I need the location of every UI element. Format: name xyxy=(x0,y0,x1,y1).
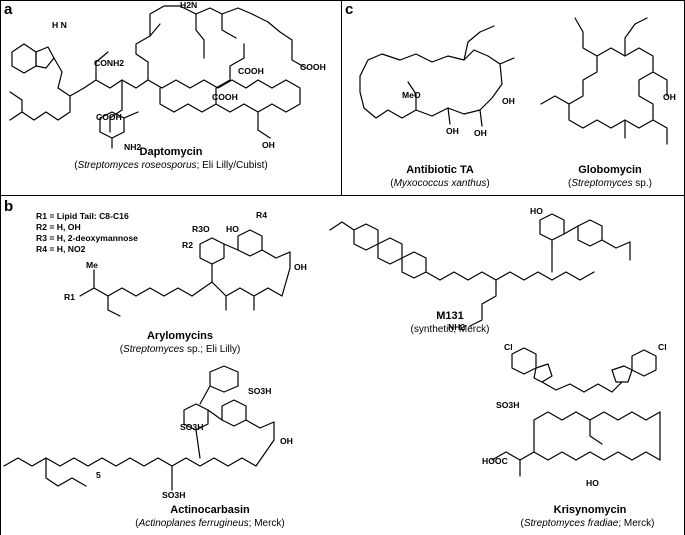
r4-label: R4 xyxy=(256,210,267,220)
actinocarbasin-source: (Actinoplanes ferrugineus; Merck) xyxy=(135,518,285,529)
actinocarbasin-structure: 5 SO3H SO3H SO3H OH xyxy=(3,365,293,500)
m131-source: (synthetic; Merck) xyxy=(410,324,490,335)
nh2-anthranil-label: NH2 xyxy=(124,142,141,152)
arylomycin-oh-label: OH xyxy=(294,262,307,272)
krisynomycin-name: Krisynomycin xyxy=(553,504,627,516)
cooh-label-2: COOH xyxy=(238,66,264,76)
r2-label: R2 xyxy=(182,240,193,250)
m131-structure: HO NH2 xyxy=(329,206,631,332)
m131-nh2-label: NH2 xyxy=(448,322,465,332)
m131-name: M131 xyxy=(436,310,464,322)
ho-label: HO xyxy=(226,224,239,234)
arylomycins-source: (Streptomyces sp.; Eli Lilly) xyxy=(119,344,241,355)
krisynomycin-so3h-label: SO3H xyxy=(496,400,519,410)
cooh-label-3: COOH xyxy=(300,62,326,72)
krisynomycin-structure: Cl Cl SO3H HOOC HO xyxy=(482,342,667,488)
actinocarbasin-name: Actinocarbasin xyxy=(170,504,250,516)
r-group-4: R4 = H, NO2 xyxy=(36,244,86,254)
daptomycin-name: Daptomycin xyxy=(139,146,203,158)
antibiotic-ta-source: (Myxococcus xanthus) xyxy=(390,178,490,189)
daptomycin-source: (Streptomyces roseosporus; Eli Lilly/Cub… xyxy=(74,160,268,171)
r-group-definitions: R1 = Lipid Tail: C8-C16 R2 = H, OH R3 = … xyxy=(36,211,138,255)
me-label: Me xyxy=(86,260,98,270)
krisynomycin-ho-label: HO xyxy=(586,478,599,488)
arylomycins-source-rest: sp.; Eli Lilly xyxy=(184,344,237,355)
panel-b-label: b xyxy=(4,198,14,215)
m131-ho-label: HO xyxy=(530,206,543,216)
r-group-3: R3 = H, 2-deoxymannose xyxy=(36,233,138,243)
meo-label: MeO xyxy=(402,90,421,100)
globomycin-source-rest: sp. xyxy=(632,178,649,189)
daptomycin-organism: Streptomyces roseosporus xyxy=(77,160,197,171)
cooh-label-4: COOH xyxy=(212,92,238,102)
arylomycins-name: Arylomycins xyxy=(146,330,214,342)
ta-oh-label-3: OH xyxy=(474,128,487,138)
panel-c-label: c xyxy=(345,1,354,18)
panel-a-label: a xyxy=(4,1,13,18)
so3h-label-2: SO3H xyxy=(248,386,271,396)
daptomycin-structure: H2N CONH2 COOH COOH COOH COOH NH2 OH H N xyxy=(9,0,326,152)
cl-label-2: Cl xyxy=(658,342,667,352)
krisynomycin-organism: Streptomyces fradiae xyxy=(523,518,619,529)
actinocarbasin-source-rest: ; Merck xyxy=(248,518,282,529)
arylomycins-organism: Streptomyces xyxy=(123,344,185,355)
five-subscript-label: 5 xyxy=(96,470,101,480)
krisynomycin-source-rest: ; Merck xyxy=(618,518,652,529)
actinocarbasin-organism: Actinoplanes ferrugineus xyxy=(138,518,249,529)
conh2-label: CONH2 xyxy=(94,58,124,68)
r3o-label: R3O xyxy=(192,224,210,234)
globomycin-organism: Streptomyces xyxy=(571,178,633,189)
hooc-label: HOOC xyxy=(482,456,508,466)
krisynomycin-source: (Streptomyces fradiae; Merck) xyxy=(520,518,655,529)
ta-oh-label-2: OH xyxy=(446,126,459,136)
oh-label: OH xyxy=(262,140,275,150)
r-group-2: R2 = H, OH xyxy=(36,222,81,232)
globomycin-name: Globomycin xyxy=(578,164,642,176)
actinocarbasin-oh-label: OH xyxy=(280,436,293,446)
cooh-label-1: COOH xyxy=(96,112,122,122)
globomycin-oh-label: OH xyxy=(663,92,676,102)
globomycin-source: (Streptomyces sp.) xyxy=(568,178,652,189)
cl-label-1: Cl xyxy=(504,342,513,352)
antibiotic-ta-organism: Myxococcus xanthus xyxy=(393,178,487,189)
daptomycin-source-rest: ; Eli Lilly/Cubist xyxy=(196,160,265,171)
globomycin-structure: OH xyxy=(540,17,676,145)
r-group-1: R1 = Lipid Tail: C8-C16 xyxy=(36,211,129,221)
so3h-label-1: SO3H xyxy=(180,422,203,432)
antibiotic-ta-name: Antibiotic TA xyxy=(406,164,474,176)
so3h-label-3: SO3H xyxy=(162,490,185,500)
ta-oh-label-1: OH xyxy=(502,96,515,106)
antibiotic-ta-structure: MeO OH OH OH xyxy=(359,25,515,138)
indole-nh-label: H N xyxy=(52,20,67,30)
nh2-top-label: H2N xyxy=(180,0,197,10)
arylomycin-structure: R1 R2 R3O R4 HO OH Me xyxy=(64,210,307,317)
r1-label: R1 xyxy=(64,292,75,302)
